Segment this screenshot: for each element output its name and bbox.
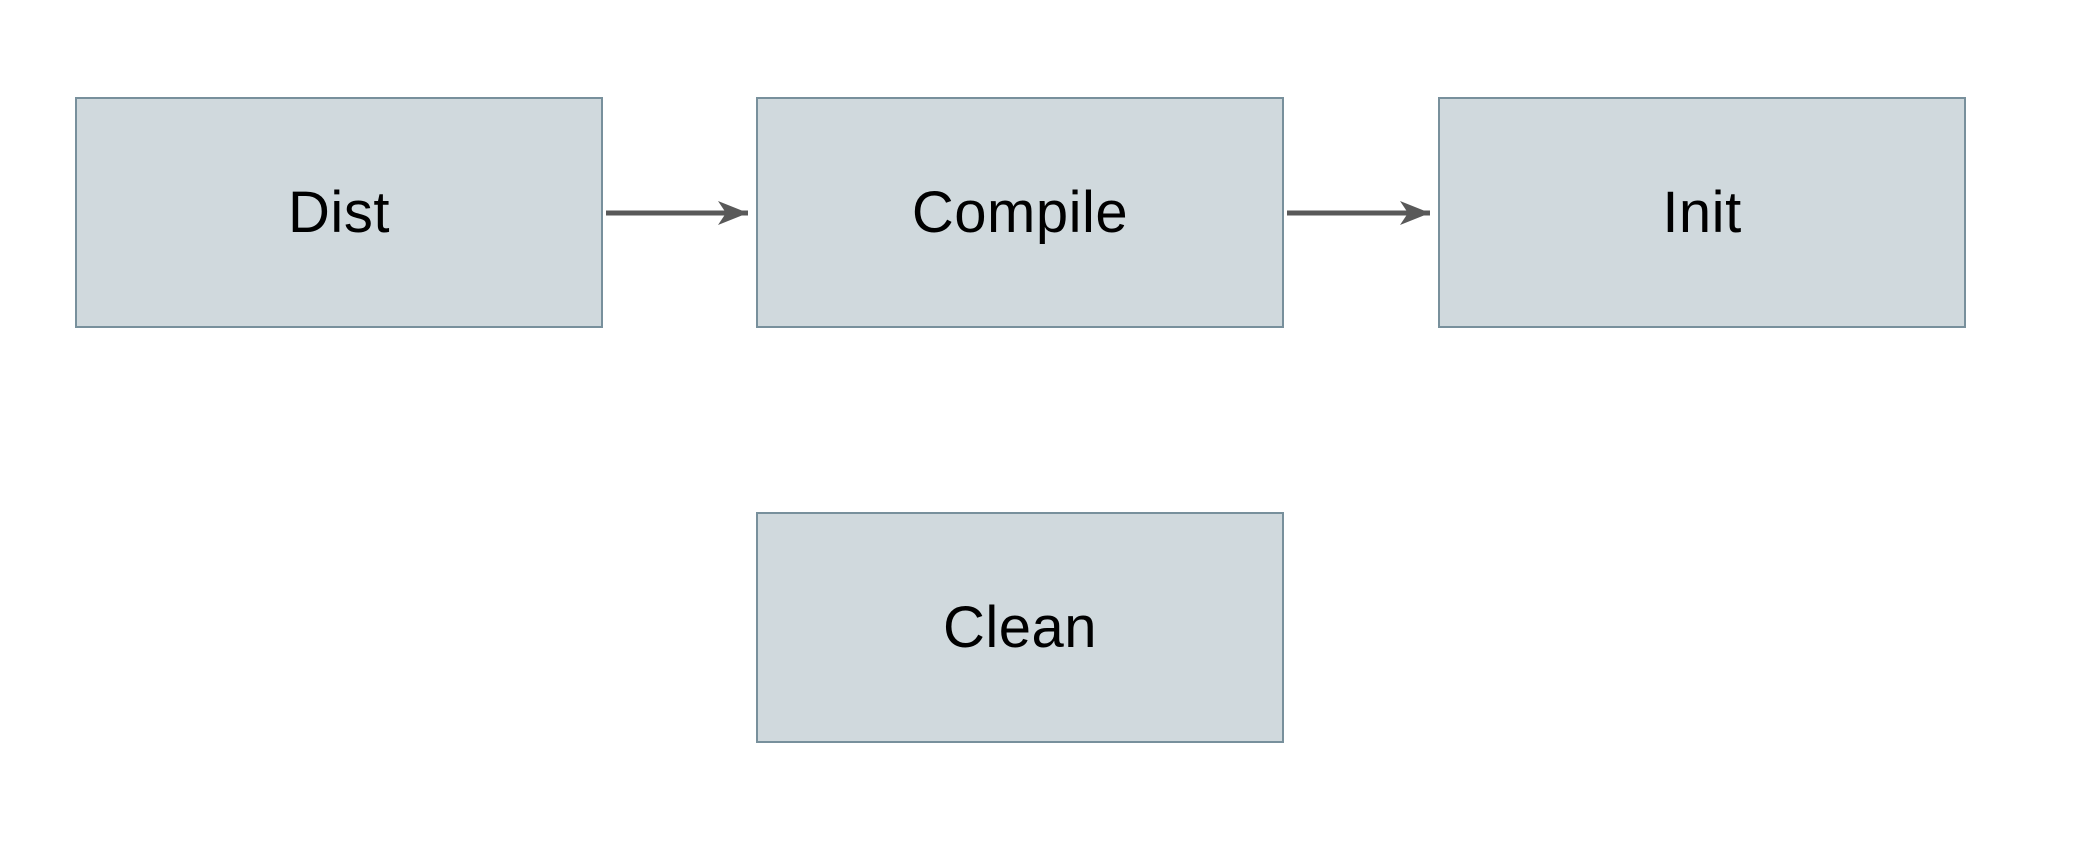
node-init[interactable]: Init — [1438, 97, 1966, 328]
node-compile-label: Compile — [911, 179, 1129, 245]
node-dist[interactable]: Dist — [75, 97, 603, 328]
node-dist-label: Dist — [288, 179, 390, 245]
node-clean[interactable]: Clean — [756, 512, 1284, 743]
node-init-label: Init — [1662, 179, 1742, 245]
node-clean-label: Clean — [942, 594, 1098, 660]
node-compile[interactable]: Compile — [756, 97, 1284, 328]
